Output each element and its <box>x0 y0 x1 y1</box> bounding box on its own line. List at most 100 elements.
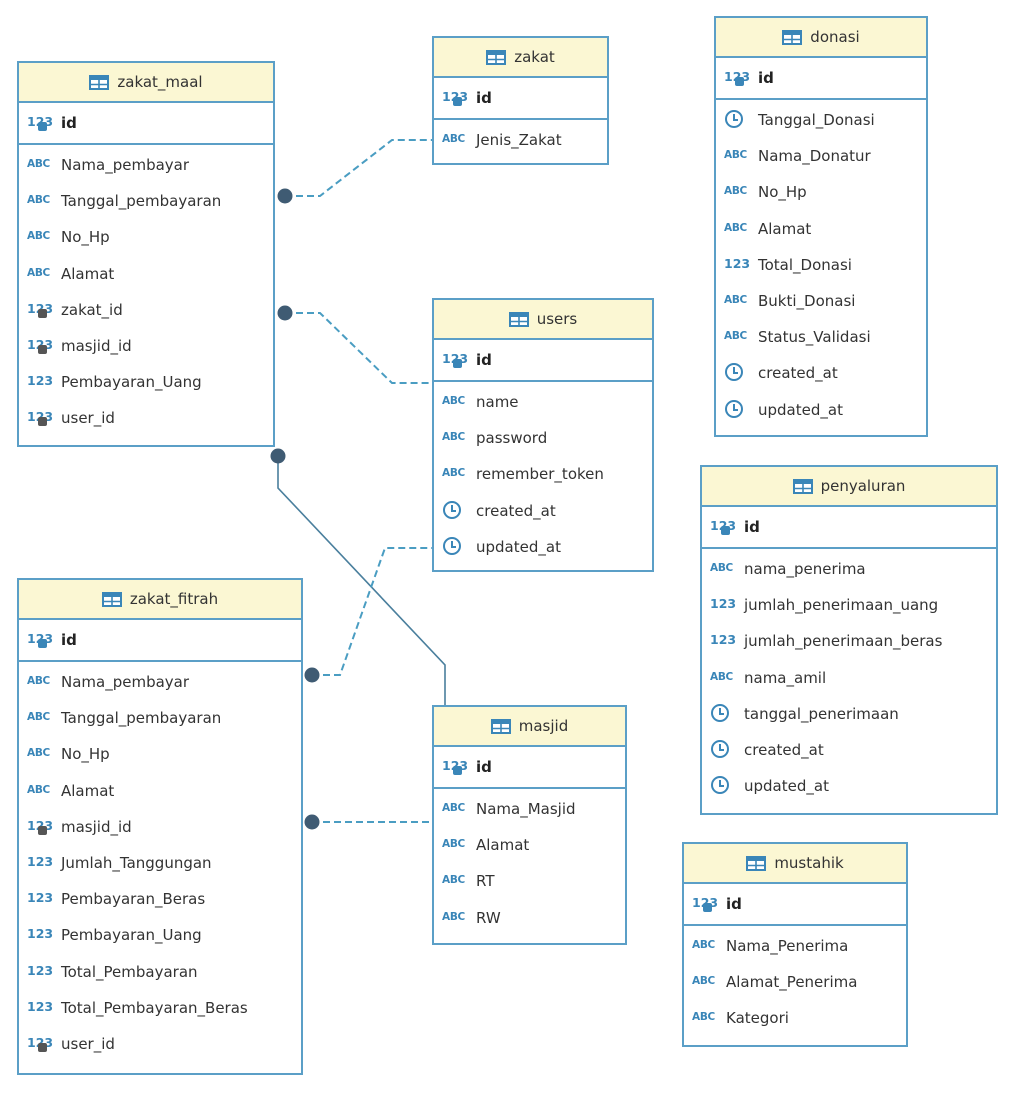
primary-key-row[interactable]: 123id <box>434 747 625 789</box>
entity-penyaluran[interactable]: penyaluran123idABCnama_penerima123jumlah… <box>700 465 998 815</box>
column-name: jumlah_penerimaan_beras <box>744 632 943 651</box>
primary-key-row[interactable]: 123id <box>702 507 996 549</box>
column-row-created-at[interactable]: created_at <box>716 355 926 391</box>
number-type-icon: 123 <box>27 373 54 389</box>
primary-key-row[interactable]: 123id <box>19 620 301 662</box>
entity-zakat[interactable]: zakat123idABCJenis_Zakat <box>432 36 609 165</box>
column-row-updated-at[interactable]: updated_at <box>716 392 926 428</box>
table-icon <box>746 855 767 871</box>
column-name: Total_Pembayaran <box>61 962 198 981</box>
entity-header[interactable]: zakat_maal <box>19 63 273 103</box>
entity-header[interactable]: users <box>434 300 652 340</box>
entity-header[interactable]: zakat <box>434 38 607 78</box>
entity-header[interactable]: donasi <box>716 18 926 58</box>
entity-zakat-fitrah[interactable]: zakat_fitrah123idABCNama_pembayarABCTang… <box>17 578 303 1075</box>
entity-header[interactable]: mustahik <box>684 844 906 884</box>
entity-header[interactable]: zakat_fitrah <box>19 580 301 620</box>
column-name: updated_at <box>744 777 829 796</box>
column-row-updated-at[interactable]: updated_at <box>434 529 652 565</box>
text-type-icon: ABC <box>724 294 747 307</box>
relationship-end-dot <box>304 814 320 830</box>
column-row-user-id[interactable]: 123user_id <box>19 1026 301 1062</box>
column-row-masjid-id[interactable]: 123masjid_id <box>19 809 301 845</box>
primary-key-row[interactable]: 123id <box>434 78 607 120</box>
entity-masjid[interactable]: masjid123idABCNama_MasjidABCAlamatABCRTA… <box>432 705 627 945</box>
entity-donasi[interactable]: donasi123idTanggal_DonasiABCNama_Donatur… <box>714 16 928 437</box>
column-name: Bukti_Donasi <box>758 292 856 311</box>
relationship-end-dot <box>277 305 293 321</box>
number-type-icon: 123 <box>724 255 751 271</box>
relationship-zakat-fitrah-users <box>312 547 433 676</box>
primary-key-row[interactable]: 123id <box>19 103 273 145</box>
foreign-key-icon: 123 <box>27 300 55 320</box>
column-row-bukti-donasi[interactable]: ABC Bukti_Donasi <box>716 283 926 319</box>
column-row-user-id[interactable]: 123user_id <box>19 400 273 436</box>
primary-key-row[interactable]: 123id <box>684 884 906 926</box>
datetime-type-icon <box>710 703 738 724</box>
primary-key-name: id <box>744 518 760 536</box>
entity-header[interactable]: masjid <box>434 707 625 747</box>
primary-key-row[interactable]: 123id <box>716 58 926 100</box>
entity-users[interactable]: users123idABCnameABCpasswordABCremember_… <box>432 298 654 572</box>
column-row-created-at[interactable]: created_at <box>702 732 996 768</box>
entity-header[interactable]: penyaluran <box>702 467 996 507</box>
column-row-updated-at[interactable]: updated_at <box>702 768 996 804</box>
column-row-pembayaran-uang[interactable]: 123 Pembayaran_Uang <box>19 364 273 400</box>
column-row-tanggal-donasi[interactable]: Tanggal_Donasi <box>716 102 926 138</box>
relationship-end-dot <box>304 667 320 683</box>
column-name: created_at <box>758 364 838 383</box>
primary-key-name: id <box>476 89 492 107</box>
entity-name: zakat_maal <box>117 73 203 91</box>
entity-mustahik[interactable]: mustahik123idABCNama_PenerimaABCAlamat_P… <box>682 842 908 1047</box>
entity-zakat-maal[interactable]: zakat_maal 123idABCNama_pembayarABCTangga… <box>17 61 275 447</box>
primary-key-name: id <box>726 895 742 913</box>
column-name: user_id <box>61 1034 115 1053</box>
column-name: Nama_Penerima <box>726 937 849 956</box>
column-name: RT <box>476 872 495 891</box>
column-name: Pembayaran_Uang <box>61 373 202 392</box>
column-row-tanggal-penerimaan[interactable]: tanggal_penerimaan <box>702 696 996 732</box>
datetime-type-icon <box>442 536 470 557</box>
column-row-created-at[interactable]: created_at <box>434 493 652 529</box>
column-row-zakat-id[interactable]: 123zakat_id <box>19 292 273 328</box>
column-name: Nama_Donatur <box>758 147 871 166</box>
primary-key-row[interactable]: 123id <box>434 340 652 382</box>
column-row-masjid-id[interactable]: 123masjid_id <box>19 328 273 364</box>
